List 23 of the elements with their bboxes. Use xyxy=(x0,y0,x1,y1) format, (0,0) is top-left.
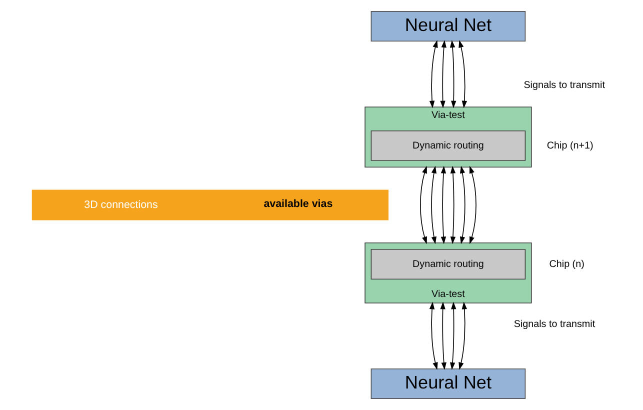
node-box: Dynamic routing xyxy=(370,249,526,280)
label: Chip (n) xyxy=(548,258,584,270)
arrow xyxy=(459,166,465,244)
arrow xyxy=(440,166,446,244)
node-box: Neural Net xyxy=(370,368,526,399)
node-box: 3D connections available vias xyxy=(31,190,388,220)
arrow xyxy=(430,166,436,244)
node-box: Dynamic routing xyxy=(370,130,526,161)
label: Chip (n+1) xyxy=(546,140,593,152)
arrow xyxy=(450,166,456,244)
arrow xyxy=(449,40,456,108)
arrow xyxy=(420,166,426,244)
label: Signals to transmit xyxy=(513,318,595,330)
arrow xyxy=(428,40,438,108)
arrow xyxy=(458,302,466,370)
arrow xyxy=(449,302,456,370)
arrow xyxy=(468,166,476,244)
arrow xyxy=(440,40,446,108)
node-box: Neural Net xyxy=(370,11,526,42)
arrow xyxy=(428,302,438,370)
label: Signals to transmit xyxy=(523,80,604,92)
arrow xyxy=(440,302,446,370)
arrow xyxy=(458,40,466,108)
